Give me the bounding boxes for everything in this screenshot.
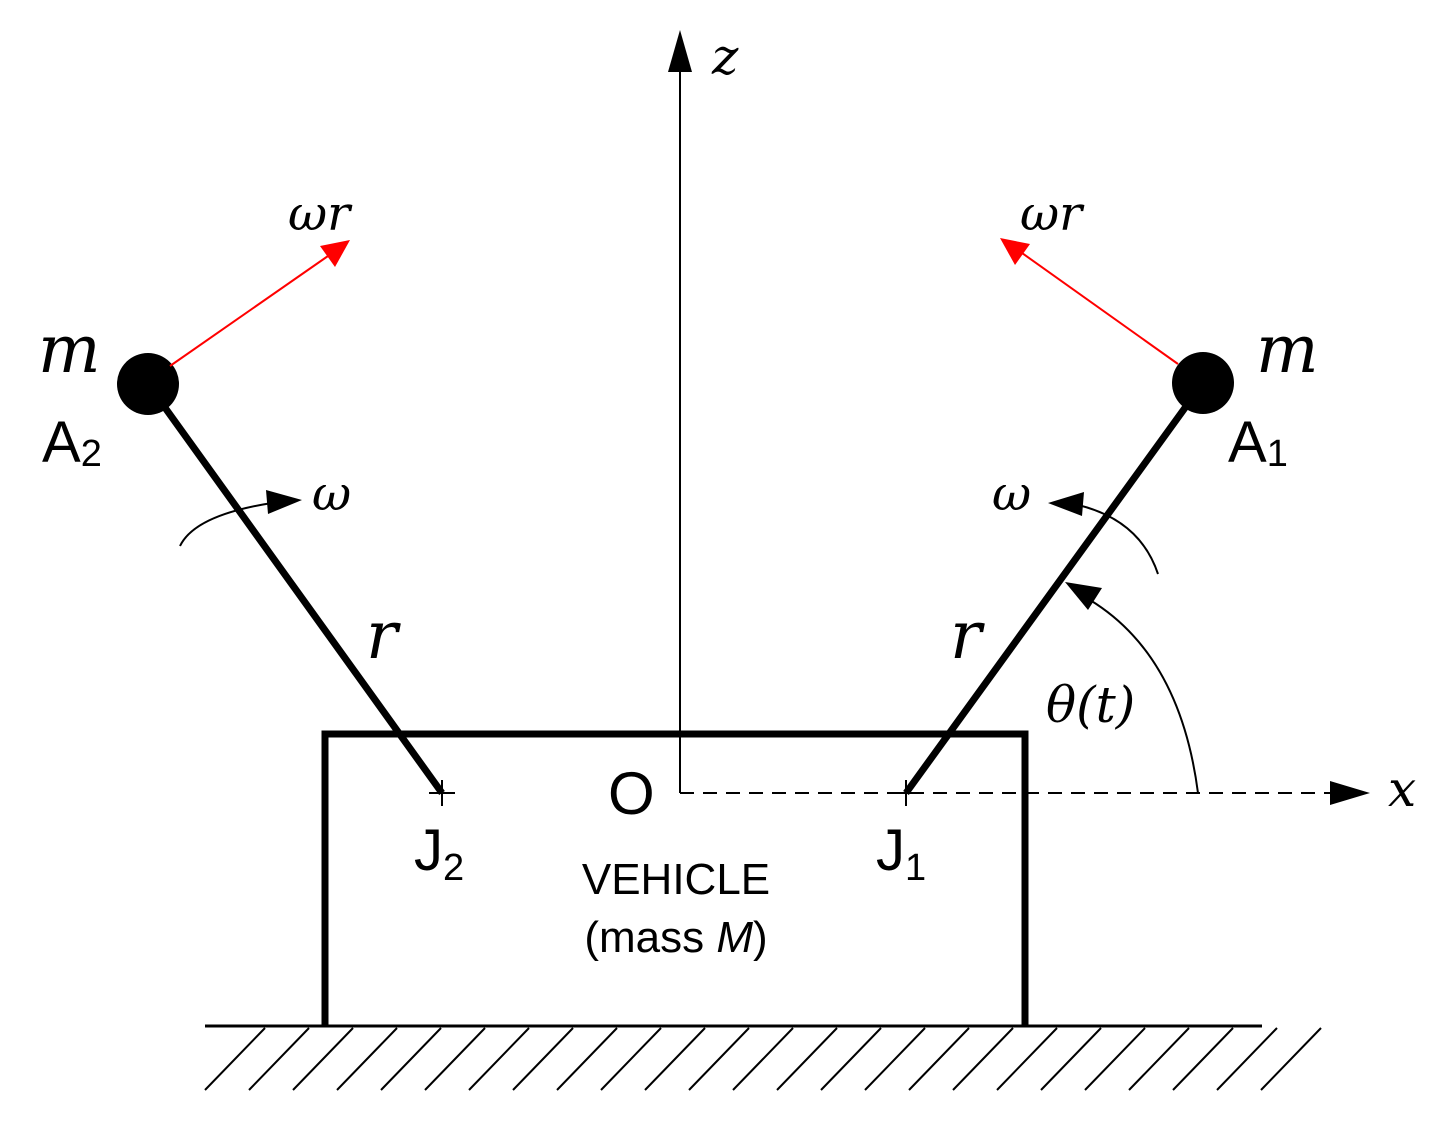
hatch-line [1172, 1027, 1234, 1091]
right-mass [1172, 352, 1234, 414]
hatch-line [1128, 1027, 1190, 1091]
svg-text:J2: J2 [414, 818, 464, 889]
hatch-line [512, 1027, 574, 1091]
hatch-line [732, 1027, 794, 1091]
hatch-line [644, 1027, 706, 1091]
left-velocity-arrowhead [320, 240, 350, 267]
origin-label: O [608, 760, 655, 827]
hatch-line [204, 1027, 266, 1091]
hatch-line [820, 1027, 882, 1091]
right-velocity-label: ωr [1020, 186, 1085, 242]
hatch-line [1216, 1027, 1278, 1091]
left-velocity-arrow [169, 255, 329, 367]
theta-arc [1089, 599, 1199, 794]
hatch-line [864, 1027, 926, 1091]
hatch-line [1260, 1027, 1322, 1091]
hatch-line [952, 1027, 1014, 1091]
right-omega-label: ω [992, 466, 1031, 522]
x-axis-label: x [1388, 760, 1416, 818]
svg-text:J1: J1 [876, 818, 926, 889]
right-velocity-arrow [1021, 252, 1179, 365]
hatch-line [424, 1027, 486, 1091]
hatch-line [292, 1027, 354, 1091]
hatch-line [776, 1027, 838, 1091]
ground-hatching [204, 1027, 1322, 1091]
hatch-line [1040, 1027, 1102, 1091]
hatch-line [688, 1027, 750, 1091]
joint-j1-label: J1 [876, 818, 926, 889]
z-axis-label: z [711, 28, 739, 86]
theta-label: θ(t) [1046, 676, 1135, 734]
svg-text:A1: A1 [1228, 410, 1288, 475]
hatch-line [336, 1027, 398, 1091]
right-omega-arrowhead [1048, 492, 1084, 516]
svg-text:A2: A2 [42, 410, 102, 475]
hatch-line [468, 1027, 530, 1091]
z-axis-arrowhead [668, 30, 692, 72]
hatch-line [908, 1027, 970, 1091]
ground [204, 1024, 1322, 1091]
left-length-label: r [366, 597, 401, 674]
hatch-line [380, 1027, 442, 1091]
right-point-label: A1 [1228, 410, 1288, 475]
left-omega-label: ω [312, 466, 351, 522]
vehicle-mass-label: (mass M) [584, 913, 767, 962]
joint-j2-label: J2 [414, 818, 464, 889]
hatch-line [556, 1027, 618, 1091]
hatch-line [1084, 1027, 1146, 1091]
left-omega-arc [179, 502, 273, 547]
hatch-line [248, 1027, 310, 1091]
left-velocity-label: ωr [288, 186, 353, 242]
hatch-line [996, 1027, 1058, 1091]
left-arm-rod [145, 381, 445, 796]
right-velocity-arrowhead [1000, 238, 1030, 265]
right-length-label: r [950, 597, 985, 674]
vehicle-body [321, 730, 1029, 1026]
right-arm-rod [903, 380, 1206, 796]
left-point-label: A2 [42, 410, 102, 475]
left-omega-arrowhead [266, 490, 302, 514]
right-mass-label: m [1256, 311, 1319, 388]
theta-arrowhead [1065, 582, 1102, 610]
vehicle-name-label: VEHICLE [582, 855, 770, 904]
hatch-line [600, 1027, 662, 1091]
left-mass-label: m [38, 311, 101, 388]
left-mass [117, 353, 179, 415]
x-axis-arrowhead [1330, 781, 1370, 805]
right-omega-arc [1077, 504, 1159, 575]
